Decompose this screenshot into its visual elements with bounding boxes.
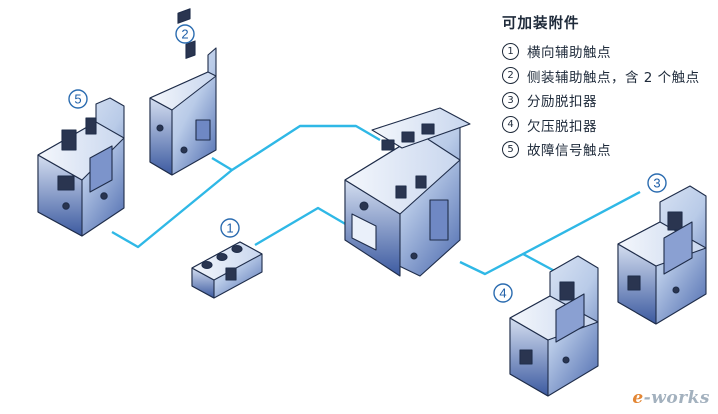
device-fault-signal-contact xyxy=(37,97,125,237)
device-undervoltage-release xyxy=(509,255,599,397)
device-shunt-trip-release xyxy=(617,185,707,325)
legend-item: 5 故障信号触点 xyxy=(502,137,716,162)
legend-item-number: 5 xyxy=(502,140,519,158)
legend-item-label: 分励脱扣器 xyxy=(527,94,597,111)
badge-2: 2 xyxy=(175,24,195,44)
legend-item-label: 横向辅助触点 xyxy=(527,45,611,62)
badge-3: 3 xyxy=(647,173,667,193)
badge-1-label: 1 xyxy=(226,221,233,236)
connector-line-3-4 xyxy=(459,252,576,284)
device-side-aux-contact xyxy=(149,8,217,176)
badge-4-label: 4 xyxy=(499,286,506,301)
badge-5: 5 xyxy=(68,89,88,109)
badge-3-label: 3 xyxy=(653,176,660,191)
connector-line-2-5 xyxy=(111,124,381,249)
badge-2-label: 2 xyxy=(181,27,188,42)
legend-item-label: 欠压脱扣器 xyxy=(527,118,597,135)
main-circuit-breaker xyxy=(344,107,471,277)
accessory-legend: 可加装附件 1 横向辅助触点 2 侧装辅助触点，含 2 个触点 3 分励脱扣器 … xyxy=(502,12,716,162)
connector-lines xyxy=(111,124,641,284)
legend-title: 可加装附件 xyxy=(502,16,580,32)
watermark-text: -works xyxy=(643,388,710,408)
legend-item: 2 侧装辅助触点，含 2 个触点 xyxy=(502,64,716,89)
connector-line-junction xyxy=(211,156,233,172)
badge-1: 1 xyxy=(220,218,240,238)
legend-item-label: 故障信号触点 xyxy=(527,143,611,160)
connector-line-3 xyxy=(522,190,641,256)
legend-item-number: 3 xyxy=(502,91,519,109)
legend-item: 4 欠压脱扣器 xyxy=(502,113,716,138)
badge-4: 4 xyxy=(493,283,513,303)
legend-item-label: 侧装辅助触点，含 2 个触点 xyxy=(527,69,700,86)
legend-item-number: 1 xyxy=(502,42,519,60)
watermark-prefix: e xyxy=(632,388,644,408)
badge-5-label: 5 xyxy=(74,92,81,107)
eworks-watermark-logo: e-works xyxy=(632,388,710,408)
legend-item-number: 4 xyxy=(502,116,519,134)
device-transverse-aux-contact xyxy=(191,241,263,299)
legend-item: 3 分励脱扣器 xyxy=(502,88,716,113)
legend-item: 1 横向辅助触点 xyxy=(502,39,716,64)
legend-item-number: 2 xyxy=(502,67,519,85)
